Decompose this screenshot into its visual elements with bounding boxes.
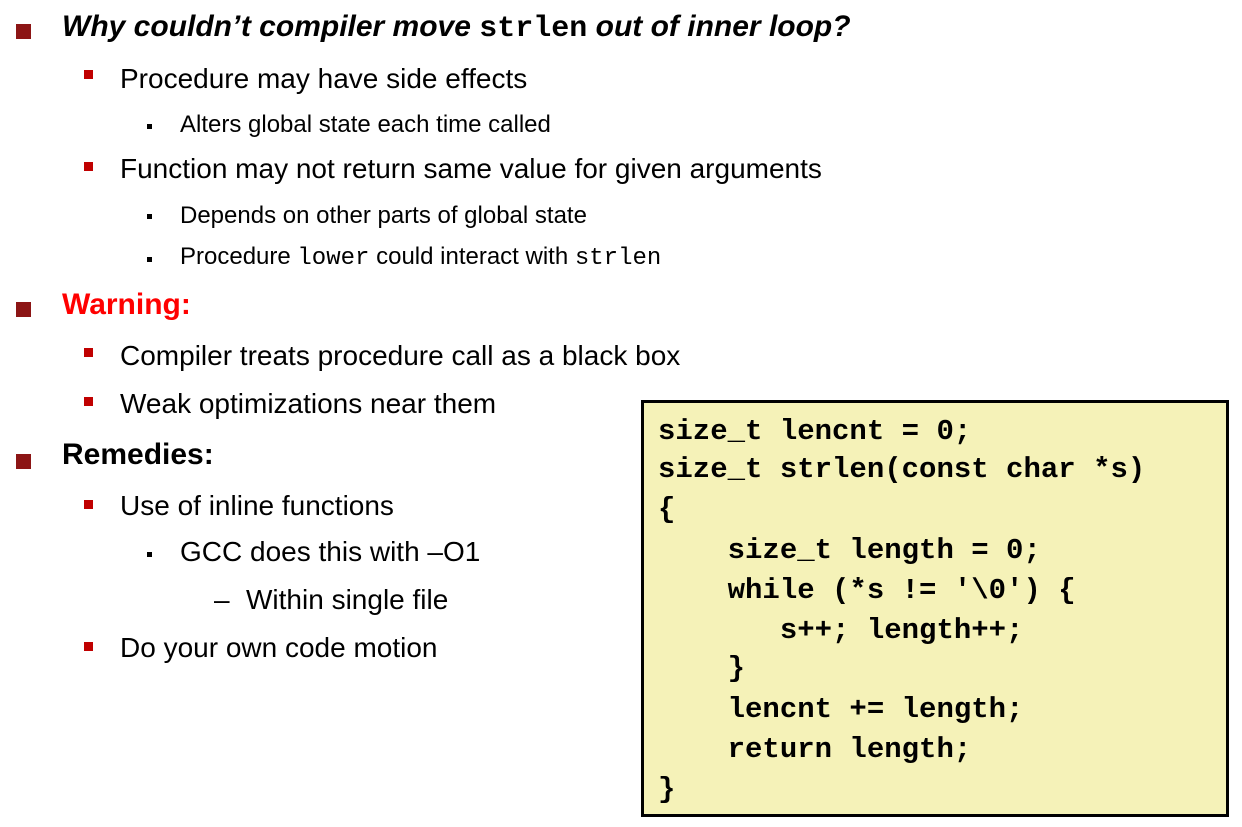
code-line: {: [658, 493, 676, 526]
bullet-square-icon: [84, 348, 93, 357]
bullet-square-icon: [84, 642, 93, 651]
question-heading-suffix: out of inner loop?: [587, 10, 851, 43]
bullet-square-icon: [147, 552, 152, 557]
warning-heading: Warning:: [62, 288, 191, 321]
question-heading: Why couldn’t compiler move strlen out of…: [62, 10, 851, 46]
bullet-square-icon: [16, 454, 31, 469]
code-line: size_t lencnt = 0;: [658, 415, 972, 448]
bullet-square-icon: [16, 302, 31, 317]
gcc-o1-item: GCC does this with –O1: [180, 536, 481, 567]
remedies-heading: Remedies:: [62, 438, 214, 471]
code-line: lencnt += length;: [658, 693, 1024, 726]
code-line: size_t length = 0;: [658, 534, 1041, 567]
depends-global-item: Depends on other parts of global state: [180, 202, 587, 229]
question-heading-code: strlen: [479, 12, 588, 46]
code-line: }: [658, 652, 746, 685]
code-line: }: [658, 773, 676, 806]
bullet-square-icon: [84, 500, 93, 509]
code-line: size_t strlen(const char *s): [658, 453, 1146, 486]
bullet-square-icon: [84, 70, 93, 79]
question-heading-text: Why couldn’t compiler move: [62, 10, 480, 43]
bullet-square-icon: [147, 214, 152, 219]
code-line: return length;: [658, 733, 972, 766]
own-code-motion-item: Do your own code motion: [120, 632, 438, 663]
lower-interact-item: Procedure lower could interact with strl…: [180, 243, 662, 272]
weak-optimizations-item: Weak optimizations near them: [120, 388, 497, 419]
same-value-item: Function may not return same value for g…: [120, 153, 822, 184]
code-box: size_t lencnt = 0; size_t strlen(const c…: [641, 400, 1229, 817]
bullet-square-icon: [84, 397, 93, 406]
inline-functions-item: Use of inline functions: [120, 490, 394, 521]
alters-global-state-item: Alters global state each time called: [180, 111, 551, 138]
dash-marker: –: [214, 584, 230, 615]
bullet-square-icon: [16, 24, 31, 39]
code-line: s++; length++;: [658, 614, 1024, 647]
bullet-square-icon: [84, 162, 93, 171]
code-line: while (*s != '\0') {: [658, 574, 1076, 607]
bullet-square-icon: [147, 257, 152, 262]
black-box-item: Compiler treats procedure call as a blac…: [120, 340, 681, 371]
single-file-item: Within single file: [246, 584, 449, 615]
bullet-square-icon: [147, 124, 152, 129]
side-effects-item: Procedure may have side effects: [120, 63, 528, 94]
